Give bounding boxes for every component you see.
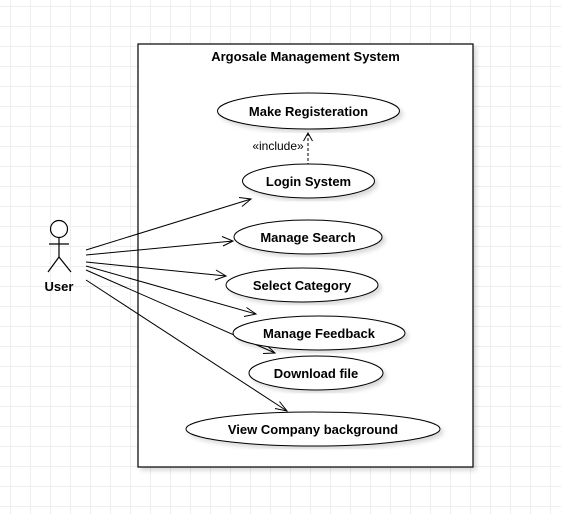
arrow-to-manage-feedback [85, 265, 258, 317]
use-case-select-category[interactable]: Select Category [225, 267, 379, 303]
arrow-to-manage-search [85, 236, 235, 256]
use-case-login-system[interactable]: Login System [242, 163, 375, 199]
use-case-download-file[interactable]: Download file [248, 355, 384, 391]
stick-figure-icon [47, 219, 72, 273]
association-arrows [85, 197, 289, 412]
use-case-label: Manage Search [260, 230, 355, 245]
actor-name: User [45, 279, 74, 294]
use-case-label: Download file [274, 366, 359, 381]
arrow-to-view-company-background [85, 279, 289, 412]
use-case-label: Make Registeration [249, 104, 368, 119]
use-case-label: Login System [266, 174, 351, 189]
use-case-make-registration[interactable]: Make Registeration [217, 92, 400, 130]
use-case-manage-search[interactable]: Manage Search [233, 219, 383, 255]
use-case-view-company-background[interactable]: View Company background [185, 411, 441, 447]
use-case-label: View Company background [228, 422, 398, 437]
use-case-label: Select Category [253, 278, 352, 293]
include-label: «include» [252, 139, 304, 153]
system-title: Argosale Management System [211, 49, 400, 64]
arrow-to-select-category [85, 261, 228, 281]
actor-user[interactable]: User [45, 219, 74, 295]
include-relationship[interactable]: «include» [252, 131, 313, 166]
use-case-label: Manage Feedback [263, 326, 376, 341]
arrow-to-login-system [85, 197, 253, 251]
use-case-manage-feedback[interactable]: Manage Feedback [232, 315, 406, 351]
